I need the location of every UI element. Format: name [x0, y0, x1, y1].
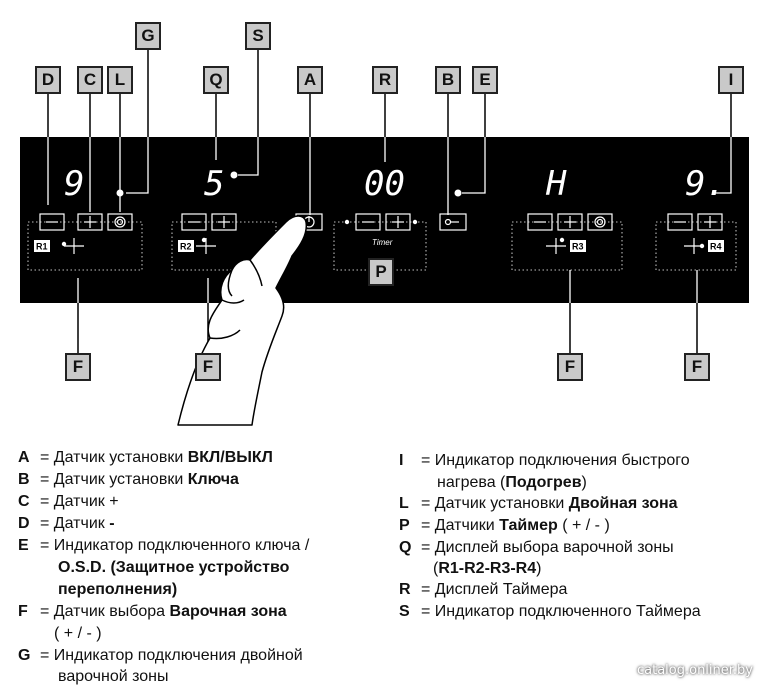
zone3-plus-button[interactable]: [557, 213, 583, 231]
legend-f-line2: ( + / - ): [54, 625, 102, 642]
double-zone-indicator-dot: [116, 189, 124, 197]
legend-i-line2: нагрева (Подогрев): [437, 474, 587, 491]
legend-d: D= Датчик -: [18, 515, 115, 532]
callout-a: A: [297, 66, 323, 94]
callout-d: D: [35, 66, 61, 94]
key-indicator-dot: [454, 189, 462, 197]
zone-badge-r2: R2: [180, 242, 192, 252]
legend-q-line2: (R1-R2-R3-R4): [433, 560, 542, 577]
legend-p: P= Датчики Таймер ( + / - ): [399, 517, 610, 534]
callout-b: B: [435, 66, 461, 94]
zone-badge-r3: R3: [572, 242, 584, 252]
timer-frame[interactable]: [333, 221, 427, 271]
legend-r: R= Дисплей Таймера: [399, 581, 568, 598]
timer-display: 00: [364, 164, 405, 204]
legend-l: L= Датчик установки Двойная зона: [399, 495, 678, 512]
timer-active-indicator-dot: [230, 171, 238, 179]
key-lock-button[interactable]: [439, 213, 467, 231]
zone3-display: H: [545, 164, 567, 204]
callout-q: Q: [203, 66, 229, 94]
callout-g: G: [135, 22, 161, 50]
legend-e-line3: переполнения): [58, 581, 178, 598]
legend-s: S= Индикатор подключенного Таймера: [399, 603, 701, 620]
zone1-display: 9: [64, 164, 84, 204]
zone2-display: 5: [204, 164, 224, 204]
callout-f-2: F: [195, 353, 221, 381]
callout-r: R: [372, 66, 398, 94]
callout-f-4: F: [684, 353, 710, 381]
zone4-display: 9.: [685, 164, 726, 204]
callout-f-3: F: [557, 353, 583, 381]
zone4-plus-button[interactable]: [697, 213, 723, 231]
callout-i: I: [718, 66, 744, 94]
zone2-minus-button[interactable]: [181, 213, 207, 231]
callout-p: P: [368, 258, 394, 286]
zone-badge-r4: R4: [710, 242, 722, 252]
legend-e: E= Индикатор подключенного ключа /: [18, 537, 310, 554]
zone4-selector-frame[interactable]: [655, 221, 737, 271]
legend-c: C= Датчик +: [18, 493, 119, 510]
zone1-plus-button[interactable]: [77, 213, 103, 231]
callout-l: L: [107, 66, 133, 94]
callout-c: C: [77, 66, 103, 94]
legend-b: B= Датчик установки Ключа: [18, 471, 239, 488]
timer-minus-button[interactable]: [355, 213, 381, 231]
zone3-selector-frame[interactable]: [511, 221, 623, 271]
legend-g-line2: варочной зоны: [58, 668, 169, 685]
watermark: catalog.onliner.by: [636, 663, 753, 678]
legend-q: Q= Дисплей выбора варочной зоны: [399, 539, 674, 556]
legend-e-line2: O.S.D. (Защитное устройство: [58, 559, 290, 576]
callout-s: S: [245, 22, 271, 50]
callout-f-1: F: [65, 353, 91, 381]
legend-g: G= Индикатор подключения двойной: [18, 647, 303, 664]
timer-label: Timer: [372, 238, 393, 247]
legend-i: I= Индикатор подключения быстрого: [399, 452, 690, 469]
legend-f: F= Датчик выбора Варочная зона: [18, 603, 287, 620]
zone-badge-r1: R1: [36, 242, 48, 252]
callout-e: E: [472, 66, 498, 94]
legend-a: A= Датчик установки ВКЛ/ВЫКЛ: [18, 449, 273, 466]
key-icon: [444, 218, 452, 226]
